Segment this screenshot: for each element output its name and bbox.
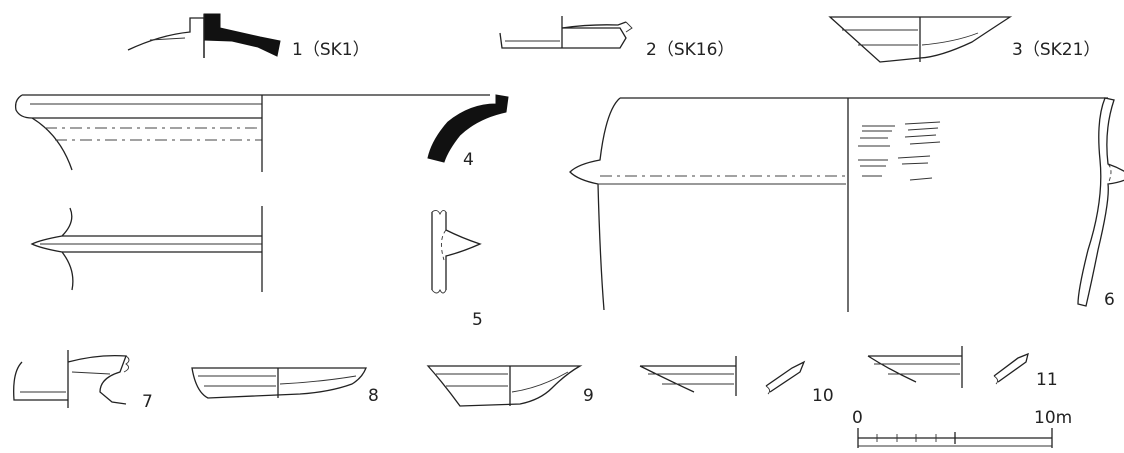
sherd-2-drawing [499, 16, 633, 49]
figure-label-1: 1（SK1） [292, 40, 370, 60]
scale-bar [857, 428, 1053, 448]
figure-label-4: 4 [463, 150, 474, 170]
figure-label-5: 5 [472, 310, 483, 330]
scale-start-label: 0 [852, 408, 863, 428]
figure-label-2: 2（SK16） [646, 40, 735, 60]
figure-label-8: 8 [368, 386, 379, 406]
sherd-5-drawing [30, 206, 482, 294]
sherd-8-drawing [191, 367, 367, 399]
figure-label-10: 10 [812, 386, 834, 406]
sherd-11-drawing [867, 346, 1029, 388]
sherd-6-drawing [569, 97, 1124, 312]
sherd-9-drawing [426, 365, 583, 407]
scale-end-label: 10m [1034, 408, 1073, 428]
figure-label-7: 7 [142, 392, 153, 412]
figure-label-6: 6 [1104, 290, 1115, 310]
sherd-1-drawing [127, 13, 281, 58]
figure-label-3: 3（SK21） [1012, 40, 1101, 60]
sherd-10-drawing [639, 356, 806, 396]
sherd-4-drawing [14, 94, 509, 172]
figure-label-11: 11 [1036, 370, 1058, 390]
figure-label-9: 9 [583, 386, 594, 406]
sherd-7-drawing [13, 350, 130, 408]
sherd-3-drawing [828, 16, 1013, 63]
